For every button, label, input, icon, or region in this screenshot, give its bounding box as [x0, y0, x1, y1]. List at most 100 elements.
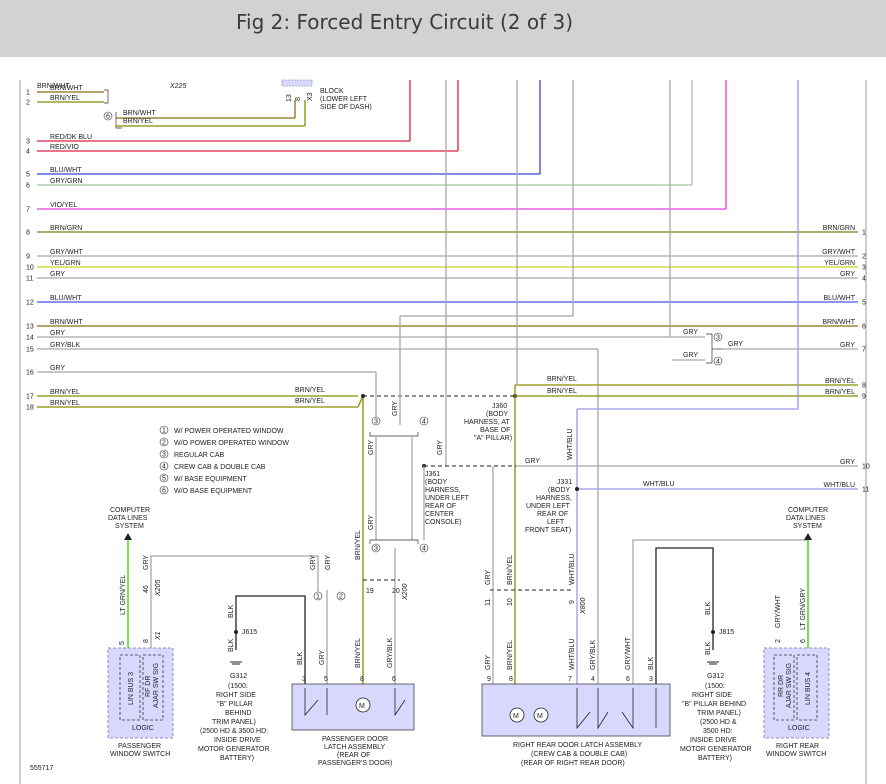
- rs-blk: BLK: [705, 601, 712, 615]
- right-wire-label-2: GRY/WHT: [822, 249, 856, 256]
- g312-l-8: INSIDE DRIVE: [214, 737, 261, 744]
- g312-r-6: (2500 HD &: [700, 719, 737, 726]
- j361-label-3: HARNESS,: [425, 487, 461, 494]
- right-wire-label-11: WHT/BLU: [824, 482, 856, 489]
- legend-text-2: W/O POWER OPERATED WINDOW: [174, 440, 289, 447]
- gry-10-label: GRY: [525, 458, 540, 465]
- right-computer-2: DATA LINES: [786, 515, 826, 522]
- j361-label-5: REAR OF: [425, 503, 456, 510]
- g312-l-10: BATTERY): [220, 755, 254, 762]
- rs-lt-grn-gry: LT GRN/GRY: [800, 588, 807, 630]
- lin-bus-box: [119, 654, 141, 721]
- pd-p6: 6: [392, 676, 396, 683]
- rs-logic: LOGIC: [788, 725, 810, 732]
- rs-j815: J815: [719, 629, 734, 636]
- legend-text-6: W/O BASE EQUIPMENT: [174, 488, 253, 495]
- j815-dot: [711, 630, 715, 634]
- left-wire-number-14: 14: [26, 335, 34, 342]
- circle-4c-label: 4: [716, 359, 720, 366]
- gry-v2-label: GRY: [392, 401, 399, 416]
- legend-circle-1: [159, 425, 169, 435]
- left-wire-number-3: 3: [26, 139, 30, 146]
- x225-label: X225: [169, 83, 186, 90]
- rs-blk2: BLK: [705, 641, 712, 655]
- rd-x800: X800: [580, 598, 587, 615]
- rs-gry-wht: GRY/WHT: [775, 594, 782, 628]
- legend-circle-2: [159, 437, 169, 447]
- rd-pin9: 9: [569, 600, 576, 604]
- header-bar: Fig 2: Forced Entry Circuit (2 of 3): [0, 0, 886, 57]
- left-wire-number-13: 13: [26, 324, 34, 331]
- rd-label-2: (CREW CAB & DOUBLE CAB): [531, 751, 627, 758]
- pd-label-4: PASSENGER'S DOOR): [318, 760, 392, 767]
- legend-circle-4: [159, 461, 169, 471]
- circle-4-r: [713, 356, 723, 366]
- left-computer-3: SYSTEM: [115, 523, 144, 530]
- pin46-label: 46: [143, 585, 150, 593]
- legend-circle-6: [159, 485, 169, 495]
- pd-brn-yel: BRN/YEL: [355, 638, 362, 668]
- gry-v4-label: GRY: [368, 515, 375, 530]
- diagram-code: 555717: [30, 765, 53, 772]
- gry-a-label: GRY: [683, 329, 698, 336]
- wire-blk-rd: [655, 547, 714, 684]
- circle-4-a: [419, 416, 429, 426]
- pin8-left-label: 8: [143, 639, 150, 643]
- left-wire-number-12: 12: [26, 300, 34, 307]
- right-wire-label-8: BRN/YEL: [825, 378, 855, 385]
- circle-3-b: [371, 543, 381, 553]
- left-wire-label-17: BRN/YEL: [50, 389, 80, 396]
- rf-dr-label: RF DR: [145, 676, 152, 697]
- right-wire-number-8: 8: [862, 383, 866, 390]
- circle-4a-label: 4: [422, 419, 426, 426]
- left-logic-label: LOGIC: [132, 725, 154, 732]
- j361-label-6: CENTER: [425, 511, 454, 518]
- g312-r-1: G312: [707, 673, 724, 680]
- brn-wht-b-label: BRN/WHT: [123, 110, 156, 117]
- right-wire-number-3: 3: [862, 265, 866, 272]
- j361-label-2: (BODY: [425, 479, 448, 486]
- g312-l-6: TRIM PANEL): [212, 719, 256, 726]
- pd-gry-a: GRY: [310, 555, 317, 570]
- gry-v1-label: GRY: [368, 440, 375, 455]
- g312-l-7: (2500 HD & 3500 HD:: [200, 728, 268, 735]
- rs-lin-bus: LIN BUS 4: [805, 672, 812, 705]
- legend-circle-5: [159, 473, 169, 483]
- legend-text-1: W/ POWER OPERATED WINDOW: [174, 428, 284, 435]
- left-wire-number-4: 4: [26, 149, 30, 156]
- rr-dr-box: [773, 654, 795, 721]
- circle-6-marker: [103, 111, 113, 121]
- right-wire-label-10: GRY: [840, 459, 855, 466]
- lin-bus4-box: [796, 654, 818, 721]
- legend-text-5: W/ BASE EQUIPMENT: [174, 476, 247, 483]
- right-wire-label-9: BRN/YEL: [825, 389, 855, 396]
- j360-label-4: BASE OF: [480, 427, 510, 434]
- pd-circle-2: [336, 591, 346, 601]
- rd-p3: 3: [649, 676, 653, 683]
- left-wire-number-6: 6: [26, 183, 30, 190]
- right-computer-1: COMPUTER: [788, 507, 828, 514]
- pd-gry: GRY: [319, 650, 326, 665]
- left-wire-label-8: BRN/GRN: [50, 225, 82, 232]
- rd-gry: GRY: [485, 570, 492, 585]
- circle-6-label: 6: [106, 114, 110, 121]
- rd-wht-blu: WHT/BLU: [569, 554, 576, 586]
- j360-label-3: HARNESS, AT: [464, 419, 510, 426]
- gry-v3-label: GRY: [437, 440, 444, 455]
- wht-blu-h-label: WHT/BLU: [643, 481, 675, 488]
- rd-p4: 4: [591, 676, 595, 683]
- circle-4-b: [419, 543, 429, 553]
- j361-label-4: UNDER LEFT: [425, 495, 470, 502]
- pd-blk: BLK: [297, 651, 304, 665]
- left-wire-label-5: BLU/WHT: [50, 167, 82, 174]
- right-wire-number-7: 7: [862, 347, 866, 354]
- pd-label-2: LATCH ASSEMBLY: [324, 744, 386, 751]
- left-computer-2: DATA LINES: [108, 515, 148, 522]
- left-wire-label-14: GRY: [50, 330, 65, 337]
- left-wire-label-15: GRY/BLK: [50, 342, 81, 349]
- page-title: Fig 2: Forced Entry Circuit (2 of 3): [236, 10, 573, 34]
- right-wire-number-4: 4: [862, 276, 866, 283]
- legend-text-3: REGULAR CAB: [174, 452, 225, 459]
- circle-3c-label: 3: [716, 335, 720, 342]
- blk2-left-label: BLK: [228, 638, 235, 652]
